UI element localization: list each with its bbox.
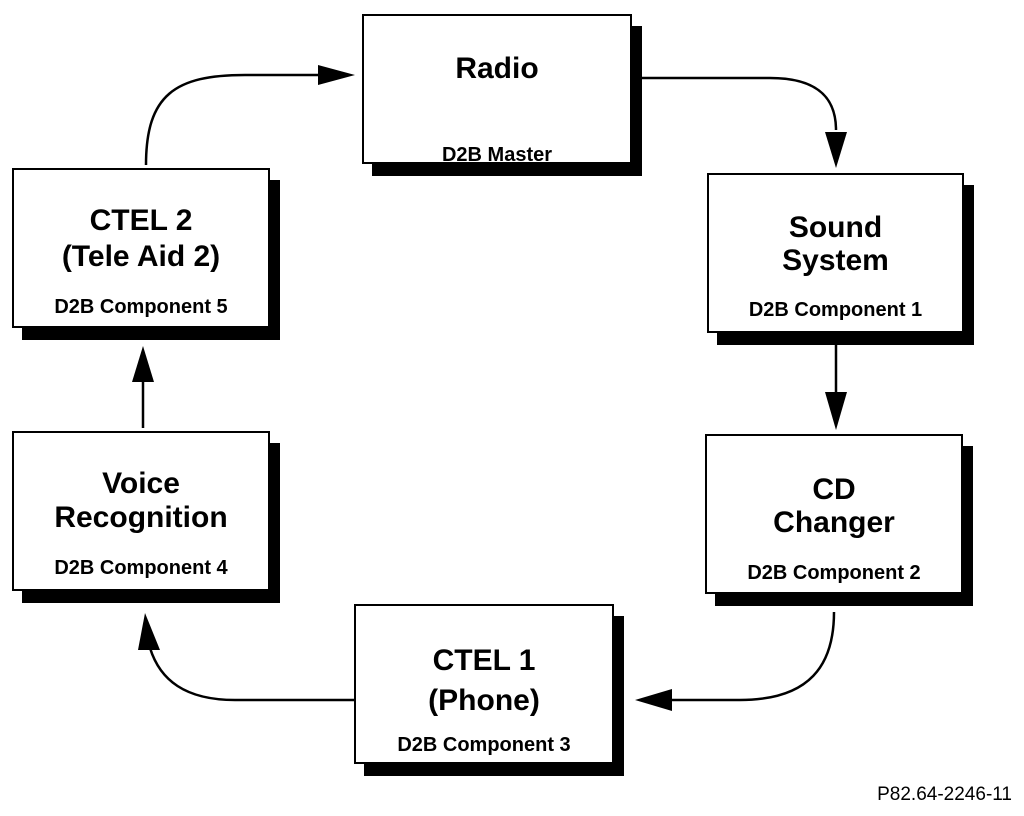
- cd-changer-role: D2B Component 2: [747, 562, 921, 584]
- sound-system-node: Sound System D2B Component 1: [707, 173, 974, 345]
- cd-changer-box: CD Changer D2B Component 2: [705, 434, 963, 594]
- arrow-cd-to-ctel1: [672, 611, 836, 702]
- sound-system-box: Sound System D2B Component 1: [707, 173, 964, 333]
- sound-system-title-line1: Sound: [788, 211, 883, 244]
- ctel2-node: CTEL 2 (Tele Aid 2) D2B Component 5: [12, 168, 280, 340]
- ctel2-box: CTEL 2 (Tele Aid 2) D2B Component 5: [12, 168, 270, 328]
- arrowhead-ctel2: [132, 346, 154, 382]
- arrow-ctel2-to-radio: [144, 73, 320, 166]
- cd-changer-title-line2: Changer: [773, 506, 895, 539]
- radio-node: Radio D2B Master: [362, 14, 642, 176]
- radio-title: Radio: [455, 52, 539, 85]
- ctel2-title-line1: CTEL 2: [89, 204, 193, 237]
- arrowhead-cd: [825, 392, 847, 430]
- voice-recognition-node: Voice Recognition D2B Component 4: [12, 431, 280, 603]
- ctel2-role: D2B Component 5: [54, 296, 228, 318]
- sound-system-title-line2: System: [782, 244, 889, 277]
- ctel1-role: D2B Component 3: [397, 734, 571, 756]
- ctel1-box: CTEL 1 (Phone) D2B Component 3: [354, 604, 614, 764]
- ctel2-title-line2: (Tele Aid 2): [61, 240, 221, 273]
- figure-reference-code: P82.64-2246-11: [877, 784, 1012, 805]
- radio-box: Radio D2B Master: [362, 14, 632, 166]
- arrowhead-radio: [318, 65, 355, 85]
- sound-system-role: D2B Component 1: [748, 299, 923, 321]
- voice-recognition-title-line1: Voice: [102, 467, 180, 500]
- ctel1-title-line2: (Phone): [428, 684, 540, 717]
- voice-recognition-role: D2B Component 4: [54, 557, 228, 579]
- ctel1-node: CTEL 1 (Phone) D2B Component 3: [354, 604, 624, 776]
- voice-recognition-box: Voice Recognition D2B Component 4: [12, 431, 270, 591]
- cd-changer-node: CD Changer D2B Component 2: [705, 434, 973, 606]
- voice-recognition-title-line2: Recognition: [54, 501, 228, 534]
- cd-changer-title-line1: CD: [812, 473, 856, 506]
- radio-role: D2B Master: [441, 144, 553, 166]
- arrow-radio-to-sound: [632, 76, 838, 131]
- arrow-ctel1-to-voice: [148, 647, 354, 702]
- arrowhead-ctel1: [635, 689, 672, 711]
- arrowhead-voice: [138, 613, 160, 650]
- arrowhead-sound: [825, 132, 847, 168]
- ctel1-title-line1: CTEL 1: [432, 644, 536, 677]
